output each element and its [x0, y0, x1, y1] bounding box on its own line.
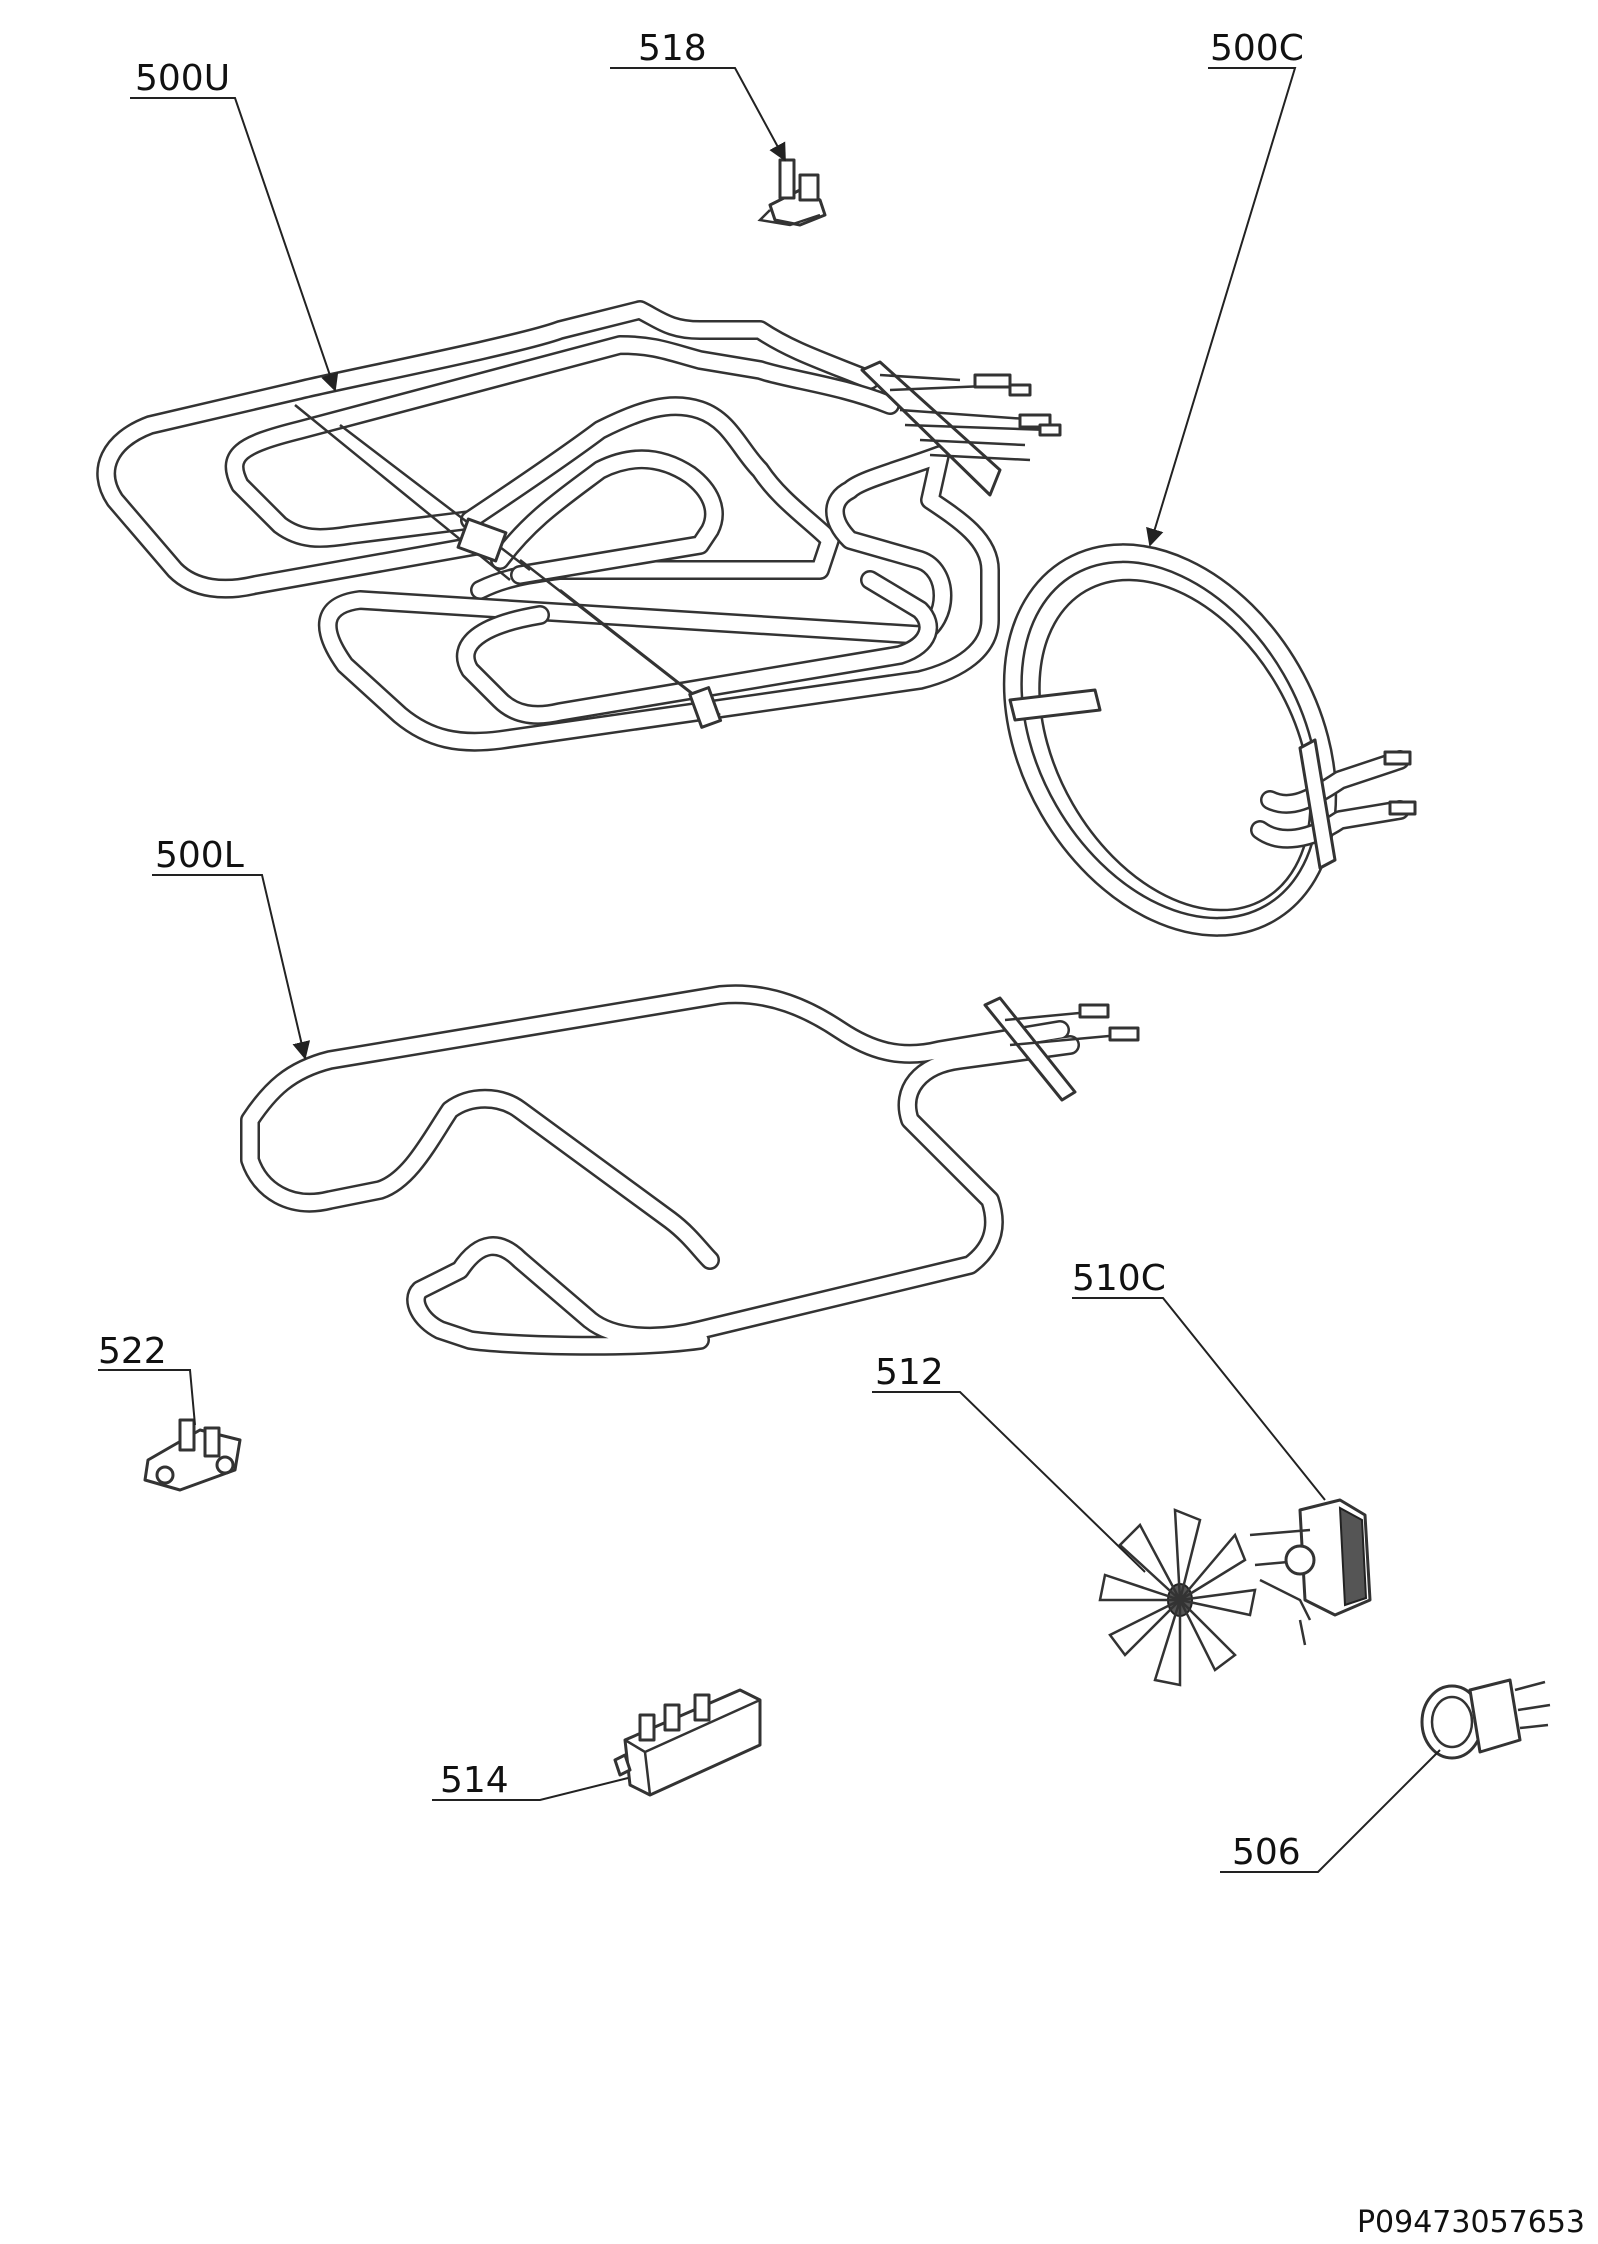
leader-lines — [98, 67, 1441, 1873]
leader-518 — [610, 67, 786, 162]
oven-lamp-icon — [1420, 1678, 1551, 1760]
leader-506 — [1220, 1749, 1441, 1873]
leader-510C — [1072, 1297, 1326, 1501]
callout-506: 506 — [1232, 1832, 1301, 1873]
leader-500L — [152, 874, 311, 1060]
circular-heating-element-icon — [1002, 543, 1417, 937]
callout-512: 512 — [875, 1352, 944, 1393]
callout-500L: 500L — [155, 835, 244, 876]
fan-motor-icon — [1249, 1498, 1372, 1646]
terminal-block-icon — [613, 1688, 762, 1797]
callout-500U: 500U — [135, 58, 230, 99]
upper-heating-element-icon — [96, 300, 1062, 752]
leader-522 — [98, 1369, 196, 1426]
fan-blade-icon — [1098, 1508, 1257, 1687]
thermostat-icon — [757, 158, 827, 227]
callout-500C: 500C — [1210, 28, 1304, 69]
callout-510C: 510C — [1072, 1258, 1166, 1299]
reference-code: P09473057653 — [1357, 2205, 1585, 2240]
leader-500C — [1146, 67, 1297, 547]
cutout-thermostat-icon — [143, 1418, 242, 1492]
callout-522: 522 — [98, 1331, 167, 1372]
callout-514: 514 — [440, 1760, 509, 1801]
lower-heating-element-icon — [240, 984, 1140, 1356]
leader-512 — [872, 1391, 1146, 1573]
leader-514 — [432, 1777, 629, 1801]
leader-500U — [130, 97, 339, 392]
callout-518: 518 — [638, 28, 707, 69]
